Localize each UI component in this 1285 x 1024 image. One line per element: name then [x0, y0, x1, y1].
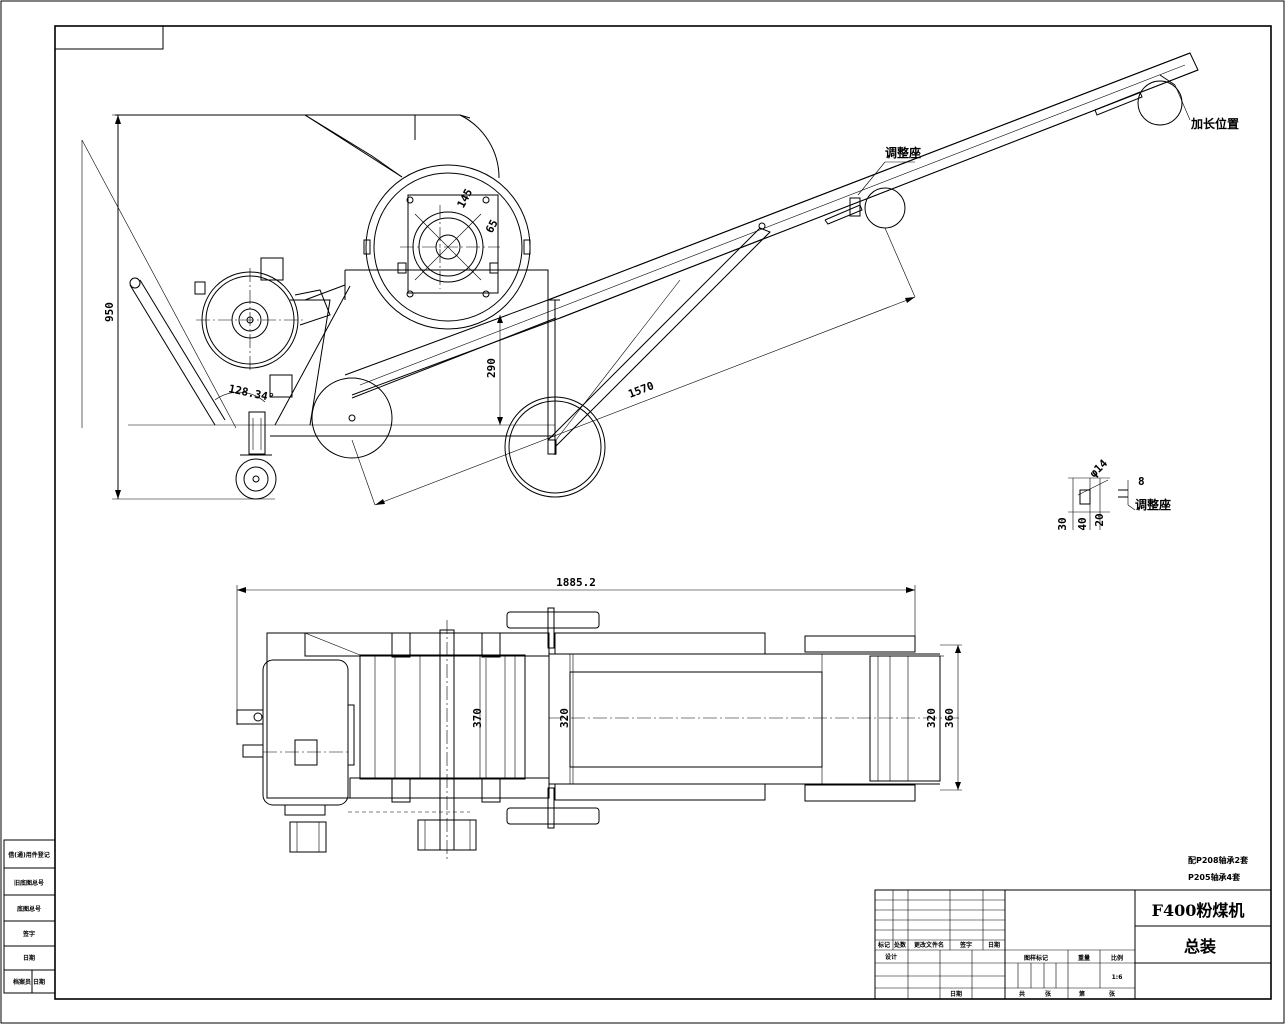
strip-row-old-drawing-no: 旧底图总号 [14, 879, 44, 887]
dim-370: 370 [471, 708, 484, 728]
tb-stage-mark: 图样标记 [1024, 954, 1048, 962]
tb-total: 共 [1019, 990, 1025, 998]
tb-sheets-total: 张 [1045, 990, 1052, 998]
dim-320-outer: 320 [925, 708, 938, 728]
label-adjust-seat-side: 调整座 [885, 145, 921, 160]
detail-label-adjust-seat: 调整座 [1135, 497, 1171, 512]
tb-col-count: 处数 [893, 941, 907, 949]
left-archive-strip: 借(通)用件登记 旧底图总号 底图总号 签字 日期 档案员 日期 [3, 839, 56, 994]
dim-290: 290 [485, 358, 498, 378]
tb-col-mark: 标记 [877, 941, 890, 949]
tb-sheet-no: 第 [1078, 990, 1085, 998]
dim-950: 950 [103, 302, 116, 322]
label-extended-position: 加长位置 [1190, 116, 1239, 131]
dim-angle: 128.34° [227, 382, 275, 404]
dim-1885-2: 1885.2 [556, 576, 596, 589]
tb-col-signature: 签字 [959, 941, 972, 949]
drawing-title: F400粉煤机 [1152, 901, 1245, 920]
tb-sheets-no: 张 [1109, 990, 1116, 998]
detail-dim-dia: φ14 [1087, 457, 1111, 481]
bearing-note-2: P205轴承4套 [1188, 872, 1241, 882]
strip-row-archivist: 档案员 日期 [12, 978, 45, 986]
side-view: 950 145 65 [81, 52, 1239, 506]
strip-row-date: 日期 [23, 954, 35, 962]
detail-dim-30: 30 [1056, 517, 1069, 530]
tb-date-left: 日期 [950, 990, 962, 998]
strip-row-signature: 签字 [22, 930, 35, 938]
bearing-note-1: 配P208轴承2套 [1188, 855, 1249, 865]
dim-1570: 1570 [626, 379, 655, 401]
tb-weight: 重量 [1078, 954, 1090, 962]
dim-320-inner: 320 [558, 708, 571, 728]
top-view: 1885.2 370 [236, 576, 962, 860]
detail-dim-20: 20 [1093, 513, 1106, 526]
detail-view-adjust-seat: φ14 8 30 40 20 调整座 [1056, 457, 1171, 531]
strip-row-reuse: 借(通)用件登记 [7, 851, 50, 859]
strip-row-drawing-no: 底图总号 [17, 905, 41, 913]
drawing-subtitle: 总装 [1184, 937, 1216, 956]
tb-scale: 比例 [1111, 954, 1123, 962]
tb-col-date: 日期 [988, 941, 1000, 949]
detail-dim-8: 8 [1138, 475, 1145, 488]
dim-360: 360 [943, 708, 956, 728]
tb-scale-value: 1:6 [1112, 974, 1123, 981]
title-block: 标记 处数 更改文件名 签字 日期 设计 日期 图样标记 重量 比例 1:6 共… [874, 889, 1272, 1000]
dim-145: 145 [455, 187, 476, 211]
detail-dim-40: 40 [1076, 517, 1089, 530]
dim-65: 65 [483, 217, 501, 235]
tb-col-change-doc: 更改文件名 [914, 941, 944, 949]
tb-design: 设计 [885, 953, 897, 961]
